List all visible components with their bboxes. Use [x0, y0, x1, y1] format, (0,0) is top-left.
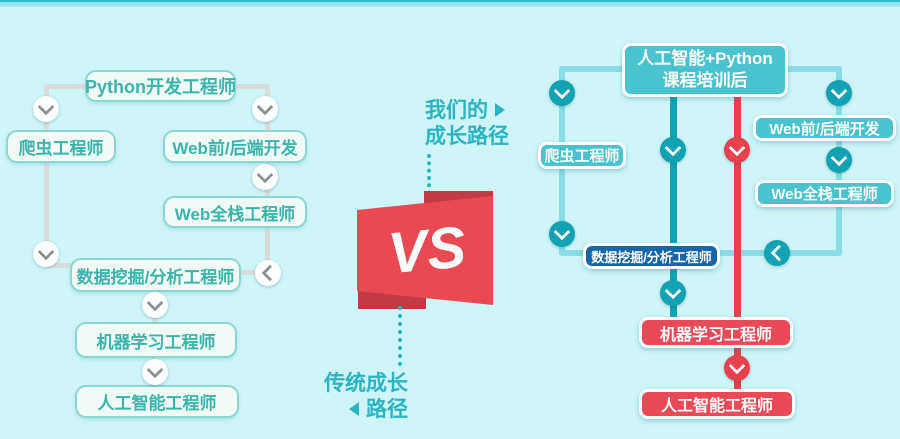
- left-node-ai-engineer: 人工智能工程师: [75, 385, 239, 418]
- red-route-line: [734, 95, 741, 391]
- course-line2: 课程培训后: [662, 71, 748, 90]
- right-node-web-fullstack: Web全栈工程师: [755, 180, 894, 207]
- connector: [265, 224, 270, 274]
- vs-banner: VS: [357, 191, 493, 309]
- left-node-machine-learning: 机器学习工程师: [75, 322, 237, 358]
- chevron-down-icon: [724, 137, 750, 163]
- traditional-path-label: 传统成长 路径: [322, 371, 408, 423]
- left-node-crawler: 爬虫工程师: [6, 130, 116, 163]
- chevron-down-icon: [33, 241, 59, 267]
- connector: [44, 161, 49, 268]
- triangle-left-icon: [349, 402, 359, 416]
- our-path-line2: 成长路径: [425, 125, 509, 148]
- top-border-bar: [0, 0, 900, 7]
- right-node-course: 人工智能+Python 课程培训后: [622, 43, 788, 97]
- chevron-down-icon: [252, 164, 278, 190]
- right-node-machine-learning: 机器学习工程师: [639, 317, 793, 348]
- connector: [559, 66, 624, 72]
- dotted-connector-bottom: [398, 306, 402, 366]
- vs-text: VS: [385, 214, 469, 286]
- connector: [786, 66, 842, 72]
- connector: [44, 263, 74, 268]
- teal-route-line: [670, 95, 677, 319]
- chevron-down-icon: [724, 355, 750, 381]
- left-node-web-fullstack: Web全栈工程师: [163, 196, 307, 228]
- connector: [238, 270, 258, 275]
- chevron-down-icon: [826, 80, 852, 106]
- trad-path-line2: 路径: [366, 398, 408, 421]
- chevron-down-icon: [549, 221, 575, 247]
- our-path-label: 我们的 成长路径: [425, 98, 509, 150]
- course-line1: 人工智能+Python: [637, 49, 773, 68]
- right-node-ai-engineer: 人工智能工程师: [639, 389, 795, 419]
- chevron-down-icon: [549, 80, 575, 106]
- chevron-down-icon: [142, 359, 168, 385]
- connector: [228, 84, 270, 89]
- left-node-web-front-back: Web前/后端开发: [163, 130, 307, 163]
- left-node-python-dev: Python开发工程师: [85, 70, 236, 102]
- chevron-down-icon: [142, 292, 168, 318]
- chevron-down-icon: [826, 147, 852, 173]
- right-node-crawler: 爬虫工程师: [538, 142, 626, 169]
- chevron-left-icon: [255, 260, 281, 286]
- connector: [46, 84, 88, 89]
- connector: [836, 205, 842, 256]
- left-node-data-mining: 数据挖掘/分析工程师: [70, 258, 241, 292]
- chevron-left-icon: [764, 240, 790, 266]
- chevron-down-icon: [33, 96, 59, 122]
- dotted-connector-top: [427, 154, 431, 202]
- chevron-down-icon: [660, 137, 686, 163]
- triangle-right-icon: [495, 103, 505, 117]
- connector: [559, 250, 587, 256]
- connector: [559, 168, 565, 256]
- chevron-down-icon: [252, 96, 278, 122]
- right-node-data-mining: 数据挖掘/分析工程师: [583, 243, 720, 269]
- chevron-down-icon: [660, 280, 686, 306]
- right-node-web-front-back: Web前/后端开发: [753, 115, 896, 141]
- our-path-line1: 我们的: [425, 99, 488, 122]
- trad-path-line1: 传统成长: [324, 372, 408, 395]
